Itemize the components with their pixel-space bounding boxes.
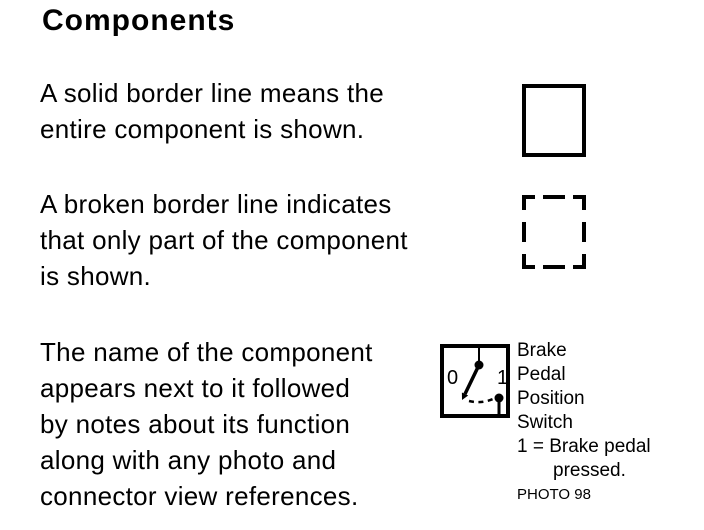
broken-border-symbol bbox=[522, 195, 586, 269]
switch-lever-arrowhead bbox=[461, 392, 469, 400]
component-label-block: Brake Pedal Position Switch 1 = Brake pe… bbox=[517, 339, 651, 506]
switch-border bbox=[440, 344, 510, 418]
solid-border-symbol bbox=[522, 84, 586, 157]
component-note-line-2: pressed. bbox=[553, 460, 626, 481]
broken-border-symbol-svg bbox=[522, 195, 586, 269]
solid-border-paragraph: A solid border line means the entire com… bbox=[40, 78, 385, 144]
switch-symbol-svg: 0 1 bbox=[440, 344, 510, 418]
switch-symbol: 0 1 bbox=[440, 344, 510, 418]
switch-position-0-label: 0 bbox=[447, 367, 458, 389]
component-name-paragraph: The name of the component appears next t… bbox=[40, 337, 373, 511]
switch-lever bbox=[463, 364, 481, 395]
broken-border-paragraph: A broken border line indicates that only… bbox=[40, 189, 408, 291]
page-title: Components bbox=[42, 4, 236, 37]
photo-reference: PHOTO 98 bbox=[517, 486, 591, 503]
component-note-line-1: 1 = Brake pedal bbox=[517, 436, 651, 457]
component-name: Brake Pedal Position Switch bbox=[517, 340, 585, 433]
switch-position-1-label: 1 bbox=[497, 367, 508, 389]
switch-travel-dashes bbox=[468, 397, 494, 404]
